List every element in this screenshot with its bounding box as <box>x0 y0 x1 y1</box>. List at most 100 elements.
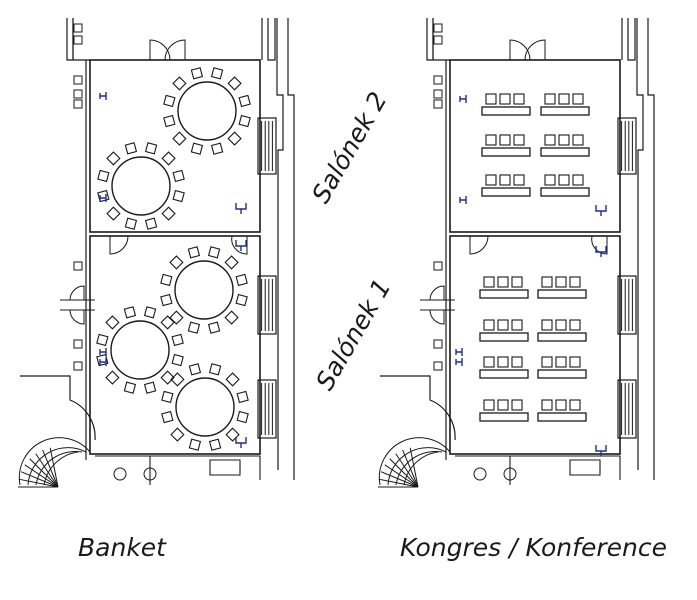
chair <box>187 246 201 259</box>
chair <box>511 319 523 331</box>
desk <box>481 147 531 157</box>
power-outlet <box>235 437 247 448</box>
chair <box>172 189 185 203</box>
fixture <box>503 467 517 481</box>
power-outlet <box>459 95 467 103</box>
chair <box>210 142 224 155</box>
desk <box>479 369 529 379</box>
chair <box>227 76 242 91</box>
chair <box>236 390 249 404</box>
chair <box>513 93 525 105</box>
chair <box>163 114 176 128</box>
chair <box>572 174 584 186</box>
room-label-salonek-2: Salónek 2 <box>306 87 393 208</box>
chair <box>161 390 174 404</box>
fixture <box>73 99 83 109</box>
desk <box>481 106 531 116</box>
caption-banquet: Banket <box>78 533 166 562</box>
chair <box>483 319 495 331</box>
desk <box>479 332 529 342</box>
chair <box>163 94 176 108</box>
chair <box>160 273 173 287</box>
chair <box>541 276 553 288</box>
chair <box>160 315 175 330</box>
fixture <box>433 89 443 99</box>
spiral-step <box>29 458 59 488</box>
chair <box>190 142 204 155</box>
spiral-step <box>49 447 59 488</box>
spiral-step <box>380 471 419 488</box>
staircase <box>617 275 637 335</box>
chair <box>160 370 175 385</box>
chair <box>225 427 240 442</box>
round-table <box>175 377 235 437</box>
chair <box>483 399 495 411</box>
spiral-step <box>35 453 59 488</box>
door <box>420 309 455 325</box>
power-outlet <box>455 358 463 366</box>
wall-path <box>426 18 450 61</box>
door <box>164 39 186 61</box>
fixture <box>73 361 83 371</box>
spiral-step <box>42 449 59 488</box>
chair <box>572 134 584 146</box>
chair <box>544 93 556 105</box>
chair <box>225 372 240 387</box>
chair <box>555 399 567 411</box>
staircase <box>617 379 637 439</box>
desk <box>540 187 590 197</box>
wall-path <box>647 18 655 480</box>
spiral-step <box>402 449 419 488</box>
chair <box>483 356 495 368</box>
chair <box>172 131 187 146</box>
door <box>509 39 531 61</box>
chair <box>499 93 511 105</box>
chair <box>235 293 248 307</box>
spiral-stair <box>403 451 439 486</box>
chair <box>172 76 187 91</box>
chair <box>144 217 158 230</box>
chair <box>170 427 185 442</box>
chair <box>161 151 176 166</box>
spiral-step <box>409 447 419 488</box>
wall-path <box>627 18 636 61</box>
chair <box>224 310 239 325</box>
chair <box>190 67 204 80</box>
caption-congress: Kongres / Konference <box>400 533 667 562</box>
chair <box>485 134 497 146</box>
fixture <box>73 89 83 99</box>
chair <box>160 293 173 307</box>
chair <box>555 276 567 288</box>
chair <box>170 372 185 387</box>
room-salonek-1-wall <box>89 235 261 455</box>
power-outlet <box>595 445 607 456</box>
power-outlet <box>235 203 247 214</box>
chair <box>483 276 495 288</box>
chair <box>124 217 138 230</box>
door <box>469 235 489 255</box>
fixture <box>433 23 443 33</box>
chair <box>123 381 137 394</box>
chair <box>224 255 239 270</box>
chair <box>123 306 137 319</box>
fixture <box>143 467 157 481</box>
fixture <box>433 361 443 371</box>
fixture <box>73 339 83 349</box>
chair <box>541 319 553 331</box>
chair <box>541 356 553 368</box>
chair <box>544 174 556 186</box>
wall-path <box>287 18 295 480</box>
round-table <box>111 156 171 216</box>
chair <box>96 333 109 347</box>
spiral-step <box>18 478 59 488</box>
chair <box>143 306 157 319</box>
chair <box>188 363 202 376</box>
power-outlet <box>99 92 107 100</box>
door <box>231 235 248 255</box>
wall-path <box>66 18 90 61</box>
spiral-stair <box>378 437 451 486</box>
chair <box>208 363 222 376</box>
door <box>109 235 129 255</box>
fixture <box>433 261 443 271</box>
